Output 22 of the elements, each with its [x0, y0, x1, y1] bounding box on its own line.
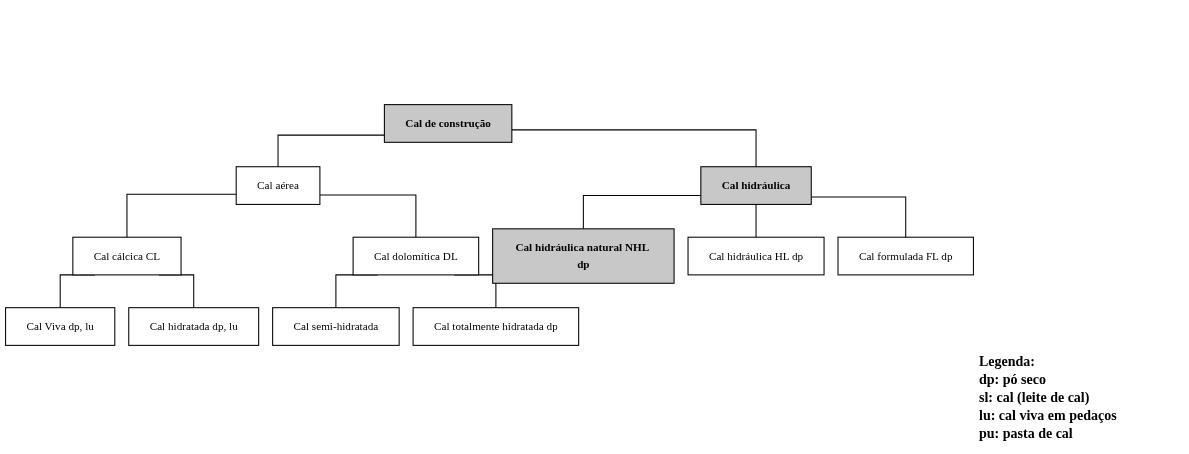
node-box: Cal de construção [383, 104, 513, 143]
connector [319, 194, 417, 238]
node-box: Cal hidráulica HL dp [687, 236, 825, 276]
legend-note: dp: pó seco [979, 372, 1047, 388]
node-box: Cal formulada FL dp [837, 236, 974, 276]
node-box: Cal cálcica CL [72, 236, 182, 276]
node-box: Cal dolomítica DL [352, 236, 480, 276]
connector [126, 193, 237, 238]
connector [277, 134, 385, 168]
node-box: Cal totalmente hidratada dp [412, 307, 580, 346]
legend-note: pu: pasta de cal [979, 426, 1074, 442]
legend-note: sl: cal (leite de cal) [979, 390, 1091, 406]
legend-note: lu: cal viva em pedaços [979, 408, 1118, 424]
node-box: Cal Viva dp, lu [5, 307, 116, 346]
connector [755, 203, 757, 238]
node-box: Cal hidráulica [700, 166, 812, 205]
node-box: Cal hidráulica natural NHL dp [492, 228, 675, 284]
node-box: Cal hidratada dp, lu [128, 307, 260, 346]
connector [511, 129, 757, 168]
node-box: Cal semi-hidratada [272, 307, 400, 346]
legend-note: Legenda: [979, 354, 1036, 370]
node-box: Cal aérea [235, 166, 321, 205]
